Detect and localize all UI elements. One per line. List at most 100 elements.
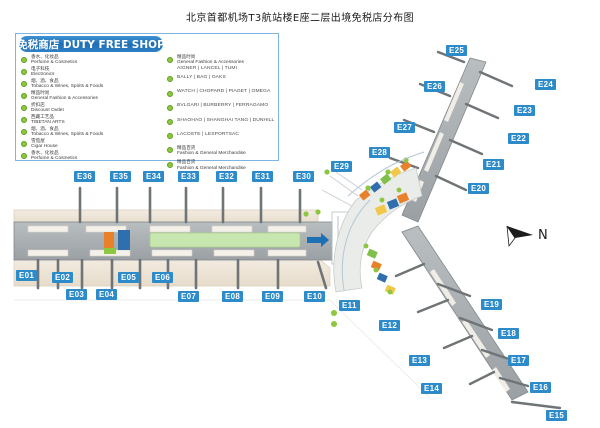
legend-item-brands: AIGNER | LANCEL | TUMI xyxy=(177,66,238,71)
legend-column-right: 精品时尚 General Fashion & Accessories AIGNE… xyxy=(166,55,278,174)
gate-label-e06[interactable]: E06 xyxy=(152,272,174,283)
gate-label-e04[interactable]: E04 xyxy=(96,289,118,300)
gate-label-e03[interactable]: E03 xyxy=(66,289,88,300)
duty-free-legend-panel: 免税商店 DUTY FREE SHOP 香水、化妆品 Perfume & Cos… xyxy=(15,33,279,171)
gate-label-e35[interactable]: E35 xyxy=(110,171,132,182)
gate-label-e14[interactable]: E14 xyxy=(421,383,443,394)
gate-label-e34[interactable]: E34 xyxy=(143,171,165,182)
gate-label-e20[interactable]: E20 xyxy=(468,183,490,194)
gate-label-e31[interactable]: E31 xyxy=(252,171,274,182)
legend-item-cn: 精品百货 xyxy=(177,160,196,166)
gate-label-e17[interactable]: E17 xyxy=(508,355,530,366)
legend-item-en: Fashion & General Merchandise xyxy=(177,151,246,157)
shop-marker xyxy=(303,211,309,217)
legend-item-en: Cigar House xyxy=(31,144,58,150)
gate-label-e02[interactable]: E02 xyxy=(52,272,74,283)
legend-dot-icon xyxy=(167,104,173,111)
legend-item-cn: 雪茄屋 xyxy=(31,139,45,144)
legend-item: BVLGARI | BURBERRY | FERRAGAMO xyxy=(166,103,278,114)
legend-dot-icon xyxy=(21,80,27,87)
legend-item: 精品时尚 General Fashion & Accessories xyxy=(20,91,170,102)
legend-item: WATCH | CHOPARD | PIAGET | OMEGA xyxy=(166,89,278,100)
gate-label-e30[interactable]: E30 xyxy=(293,171,315,182)
legend-item-cn: 精品百货 xyxy=(177,145,196,151)
gate-label-e25[interactable]: E25 xyxy=(446,45,468,56)
legend-dot-icon xyxy=(167,147,173,154)
legend-item-brands: WATCH | CHOPARD | PIAGET | OMEGA xyxy=(177,89,271,95)
legend-dot-icon xyxy=(21,152,27,159)
gate-label-e01[interactable]: E01 xyxy=(16,270,38,281)
retail-hub xyxy=(333,151,425,295)
gate-label-e22[interactable]: E22 xyxy=(508,133,530,144)
legend-item: 折扣店 Discount Outlet xyxy=(20,103,170,114)
legend-dot-icon xyxy=(167,119,173,126)
legend-item-cn: 香水、化妆品 xyxy=(31,151,59,156)
legend-item: 雪茄屋 Cigar House xyxy=(20,139,170,150)
legend-dot-icon xyxy=(21,140,27,147)
legend-item-brands: BVLGARI | BURBERRY | FERRAGAMO xyxy=(177,103,269,109)
shop-block-blue xyxy=(118,230,130,250)
gate-label-e27[interactable]: E27 xyxy=(394,122,416,133)
legend-item: 烟、酒、食品 Tobacco & Wines, Spirits & Foods xyxy=(20,79,170,90)
legend-dot-icon xyxy=(21,104,27,111)
legend-item-en: Fashion & General Merchandise xyxy=(177,165,246,171)
gate-label-e12[interactable]: E12 xyxy=(379,320,401,331)
shop-marker xyxy=(331,310,337,316)
west-pier xyxy=(13,211,361,265)
gate-label-e09[interactable]: E09 xyxy=(262,291,284,302)
legend-item: 电子科技 Electronics xyxy=(20,67,170,78)
gate-label-e21[interactable]: E21 xyxy=(483,159,505,170)
legend-dot-icon xyxy=(21,128,27,135)
legend-item-cn: 烟、酒、食品 xyxy=(31,127,59,132)
gate-label-e29[interactable]: E29 xyxy=(331,161,353,172)
legend-dot-icon xyxy=(167,56,173,63)
gate-label-e16[interactable]: E16 xyxy=(530,382,552,393)
legend-item-cn: 烟、酒、食品 xyxy=(31,79,59,84)
legend-item-en: Tobacco & Wines, Spirits & Foods xyxy=(31,132,104,138)
gate-label-e13[interactable]: E13 xyxy=(409,355,431,366)
legend-item: BALLY | BAG | OAKS xyxy=(166,75,278,86)
moving-walkway xyxy=(149,232,301,248)
gate-label-e08[interactable]: E08 xyxy=(222,291,244,302)
shop-marker xyxy=(324,169,330,175)
gate-label-e23[interactable]: E23 xyxy=(514,105,536,116)
legend-item: 精品百货 Fashion & General Merchandise xyxy=(166,160,278,171)
compass-rose: N xyxy=(505,222,561,256)
gate-label-e24[interactable]: E24 xyxy=(535,79,557,90)
gate-label-e18[interactable]: E18 xyxy=(498,328,520,339)
gate-label-e15[interactable]: E15 xyxy=(546,410,568,421)
gate-label-e32[interactable]: E32 xyxy=(216,171,238,182)
gate-label-e10[interactable]: E10 xyxy=(304,291,326,302)
gate-label-e33[interactable]: E33 xyxy=(178,171,200,182)
direction-arrow xyxy=(307,233,329,247)
legend-item-cn: 折扣店 xyxy=(31,103,45,108)
legend-item-brands: SHAOHAO | SHANGHAI TANG | DUNHILL xyxy=(177,117,275,123)
shop-blocks-mid xyxy=(374,187,410,216)
gate-label-e19[interactable]: E19 xyxy=(481,299,503,310)
gate-label-e07[interactable]: E07 xyxy=(178,291,200,302)
legend-item-en: Electronics xyxy=(31,72,55,78)
gate-label-e11[interactable]: E11 xyxy=(339,300,360,311)
legend-item-cn: 精品时尚 xyxy=(177,55,196,60)
shop-marker xyxy=(315,209,321,215)
legend-item: SHAOHAO | SHANGHAI TANG | DUNHILL xyxy=(166,118,278,129)
legend-item-en: Perfume & Cosmetics xyxy=(31,60,78,66)
legend-item: 香水、化妆品 Perfume & Cosmetics xyxy=(20,151,170,162)
gate-label-e05[interactable]: E05 xyxy=(118,272,140,283)
legend-item-en: Tobacco & Wines, Spirits & Foods xyxy=(31,84,104,90)
legend-item-brands: BALLY | BAG | OAKS xyxy=(177,74,226,80)
shop-blocks-upper xyxy=(359,157,412,201)
shop-marker xyxy=(331,321,337,327)
legend-item: 精品时尚 General Fashion & Accessories AIGNE… xyxy=(166,55,278,72)
legend-item: 香水、化妆品 Perfume & Cosmetics xyxy=(20,55,170,66)
gate-label-e26[interactable]: E26 xyxy=(424,81,446,92)
legend-item: 烟、酒、食品 Tobacco & Wines, Spirits & Foods xyxy=(20,127,170,138)
shop-block-green xyxy=(104,248,116,254)
gate-label-e36[interactable]: E36 xyxy=(74,171,96,182)
legend-item-en: General Fashion & Accessories xyxy=(177,60,244,66)
gate-label-e28[interactable]: E28 xyxy=(369,147,391,158)
shop-block-orange xyxy=(104,232,114,248)
legend-dot-icon xyxy=(21,92,27,99)
